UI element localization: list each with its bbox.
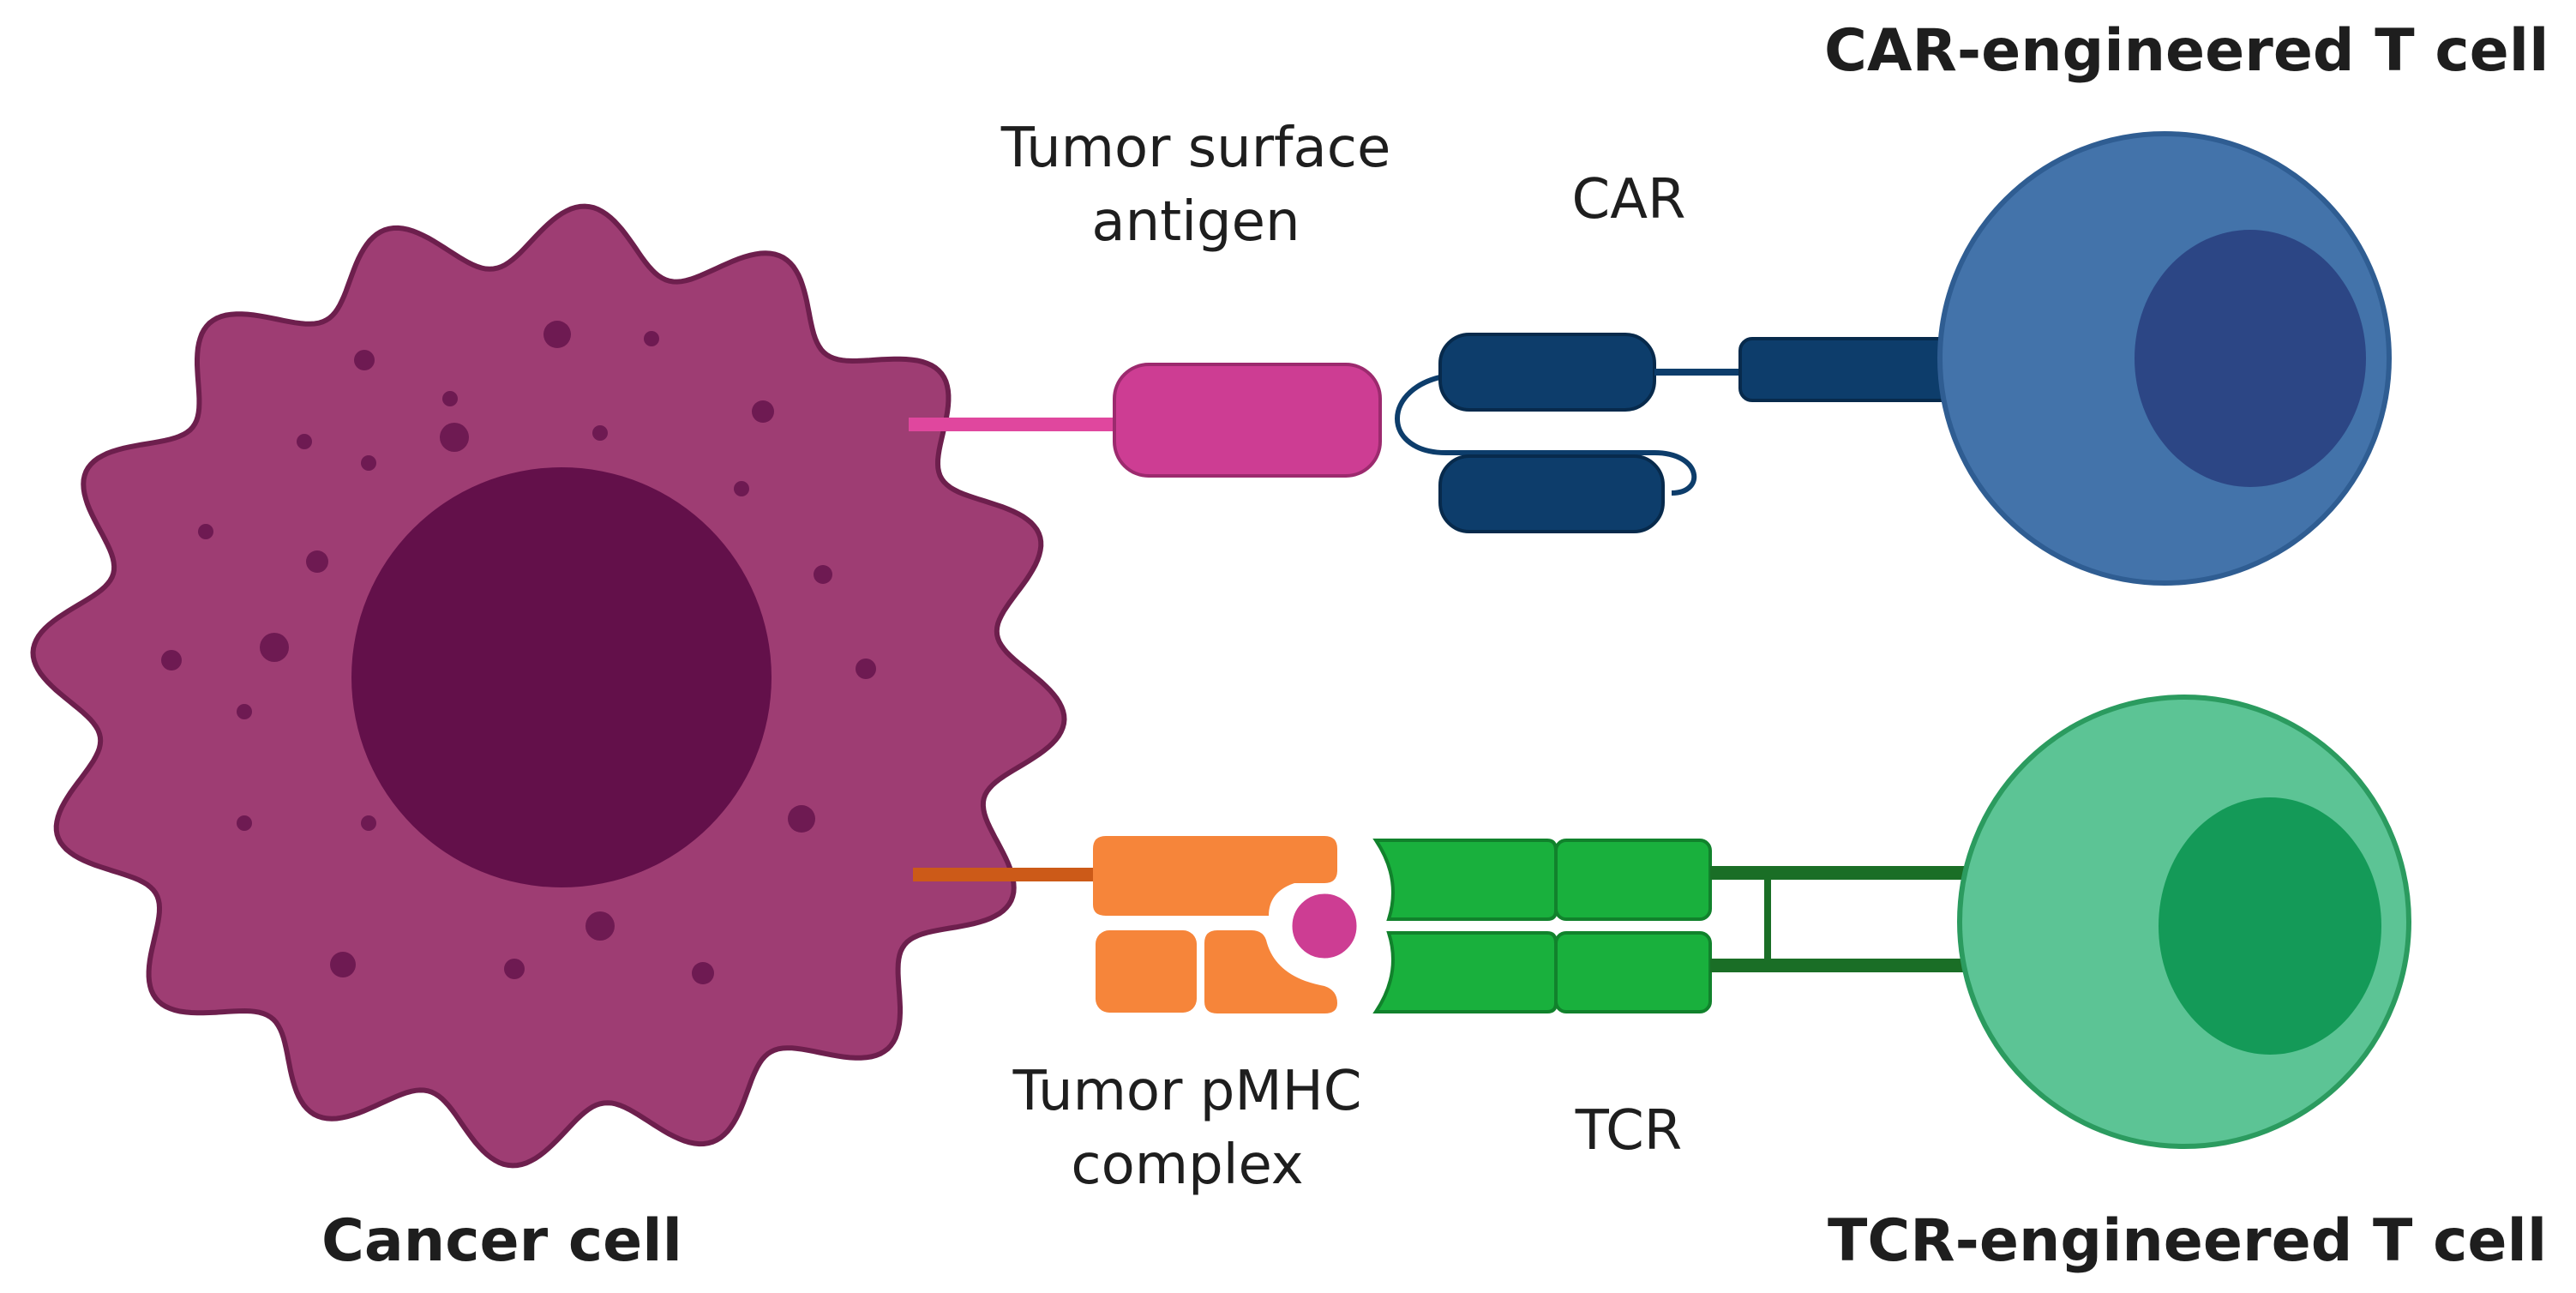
granule xyxy=(788,805,815,833)
peptide xyxy=(1288,889,1361,963)
granule xyxy=(585,911,615,941)
granule xyxy=(361,815,376,831)
granule xyxy=(306,550,328,573)
car-t-cell xyxy=(1937,131,2392,586)
car-transmembrane xyxy=(1738,337,1956,402)
granule xyxy=(330,952,356,977)
granule xyxy=(297,434,312,449)
granule xyxy=(260,633,289,662)
cancer-cell-nucleus xyxy=(351,467,772,887)
pmhc-tether xyxy=(913,868,1102,881)
granule xyxy=(692,962,714,984)
car-t-cell-nucleus xyxy=(2135,230,2366,487)
cancer-cell-granules xyxy=(161,321,876,984)
tcr-t-cell-nucleus xyxy=(2159,797,2381,1055)
tumor-surface-antigen-line-2: antigen xyxy=(1091,190,1300,254)
tcr-alpha-constant xyxy=(1554,839,1712,921)
tumor-pmhc-label: Tumor pMHC complex xyxy=(964,1055,1410,1202)
antigen-tether xyxy=(909,418,1123,431)
car-hinge-loop xyxy=(1395,373,1697,496)
pmhc-lower-left xyxy=(1096,930,1197,1013)
tumor-pmhc-line-1: Tumor pMHC xyxy=(1012,1060,1362,1123)
granule xyxy=(237,704,252,719)
tcr-disulfide-bridge xyxy=(1764,866,1771,972)
car-linker xyxy=(1654,369,1749,376)
tcr-pathway xyxy=(913,836,1967,1013)
granule xyxy=(354,350,375,370)
tumor-surface-antigen-label: Tumor surface antigen xyxy=(973,111,1419,259)
granule xyxy=(543,321,571,348)
granule xyxy=(644,331,659,346)
cancer-cell xyxy=(30,203,1067,1169)
tcr-alpha-variable xyxy=(1372,839,1558,921)
cancer-cell-label: Cancer cell xyxy=(321,1207,682,1275)
granule xyxy=(361,455,376,471)
pmhc-upper-domain xyxy=(1093,836,1337,916)
granule xyxy=(161,650,182,671)
car-pathway xyxy=(909,333,1956,533)
granule xyxy=(814,565,832,584)
tcr-beta-constant xyxy=(1554,931,1712,1013)
car-scfv-upper xyxy=(1438,333,1656,412)
tumor-surface-antigen-shape xyxy=(1113,363,1382,478)
car-t-cell-label: CAR-engineered T cell xyxy=(1824,17,2549,85)
granule xyxy=(504,959,525,979)
tcr-t-cell-label: TCR-engineered T cell xyxy=(1828,1207,2548,1275)
tcr-t-cell xyxy=(1957,695,2411,1149)
tcr-beta-variable xyxy=(1372,931,1558,1013)
granule xyxy=(440,423,469,452)
granule xyxy=(442,391,458,406)
car-scfv-lower xyxy=(1438,454,1665,533)
granule xyxy=(856,659,876,679)
car-label: CAR xyxy=(1571,168,1686,232)
granule xyxy=(237,815,252,831)
granule xyxy=(752,400,774,423)
tcr-label: TCR xyxy=(1575,1099,1683,1163)
granule xyxy=(734,481,749,496)
granule xyxy=(592,425,608,441)
pmhc-lower-right xyxy=(1204,930,1337,1013)
tumor-pmhc-line-2: complex xyxy=(1071,1134,1304,1197)
tcr-stalk-upper xyxy=(1710,866,1967,880)
granule xyxy=(198,524,213,539)
tcr-stalk-lower xyxy=(1710,959,1967,972)
tumor-surface-antigen-line-1: Tumor surface xyxy=(1000,117,1391,180)
